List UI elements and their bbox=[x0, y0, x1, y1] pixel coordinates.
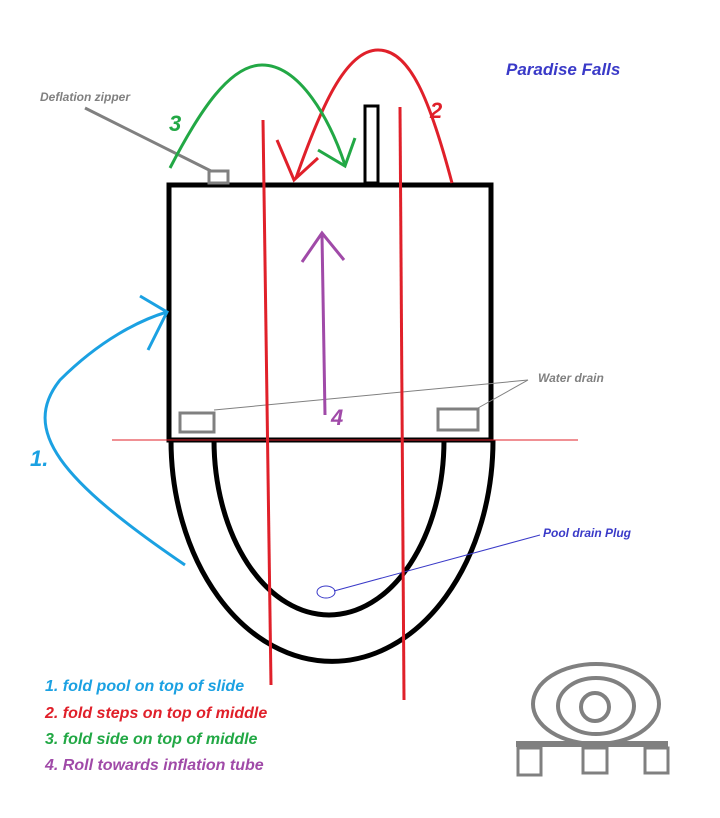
step-1-arrowhead bbox=[139, 294, 169, 351]
pool-drain-pointer bbox=[333, 534, 541, 592]
water-drain-left bbox=[178, 411, 216, 434]
fold-line-right bbox=[398, 106, 406, 701]
step-4-arrow bbox=[320, 234, 327, 416]
step-4-number: 4 bbox=[330, 405, 343, 430]
pool-drain-plug-label: Pool drain Plug bbox=[543, 526, 632, 540]
inflation-tube bbox=[363, 104, 380, 185]
slide-inner-curve bbox=[211, 439, 447, 618]
step-2-number: 2 bbox=[429, 98, 443, 123]
step-3-arrow bbox=[168, 63, 347, 169]
legend-item-4: 4. Roll towards inflation tube bbox=[44, 757, 264, 774]
rolled-pool-icon bbox=[516, 662, 670, 777]
deflation-zipper-pointer bbox=[84, 106, 212, 173]
step-4-arrowhead bbox=[300, 230, 346, 263]
legend: 1. fold pool on top of slide 2. fold ste… bbox=[44, 678, 267, 774]
pool-body bbox=[166, 182, 494, 443]
pool-drain-plug bbox=[316, 585, 336, 599]
water-drain-right bbox=[436, 407, 480, 432]
fold-line-left bbox=[261, 119, 273, 686]
deflation-zipper bbox=[207, 169, 230, 185]
water-drain-label: Water drain bbox=[538, 371, 604, 385]
water-drain-pointer-right bbox=[477, 379, 529, 409]
legend-item-1: 1. fold pool on top of slide bbox=[45, 678, 244, 695]
step-3-arrowhead bbox=[317, 137, 357, 169]
deflation-zipper-label: Deflation zipper bbox=[40, 90, 131, 104]
step-1-number: 1. bbox=[30, 446, 48, 471]
diagram-title: Paradise Falls bbox=[506, 60, 620, 79]
legend-item-3: 3. fold side on top of middle bbox=[45, 731, 258, 748]
step-2-arrowhead bbox=[275, 139, 320, 183]
slide-outer-curve bbox=[168, 439, 496, 664]
legend-item-2: 2. fold steps on top of middle bbox=[44, 705, 267, 722]
step-3-number: 3 bbox=[169, 111, 181, 136]
step-1-arrow bbox=[43, 310, 186, 567]
water-drain-pointer-left bbox=[213, 379, 529, 411]
step-2-arrow bbox=[294, 48, 454, 184]
